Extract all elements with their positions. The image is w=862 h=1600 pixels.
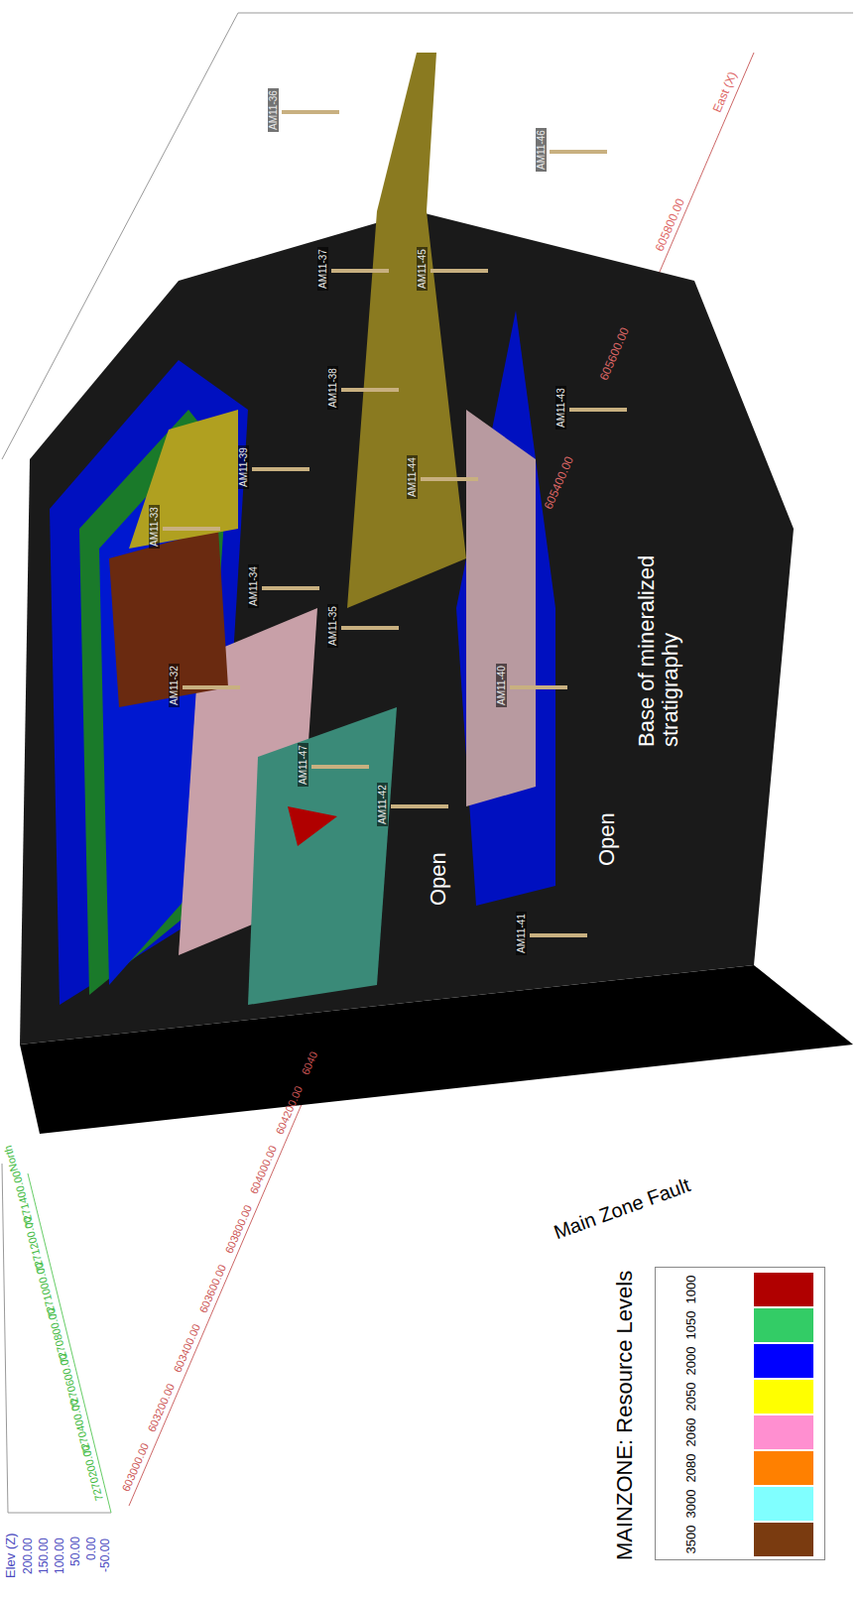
legend-value: 3000 xyxy=(684,1486,699,1521)
legend-swatch xyxy=(753,1522,814,1557)
axis-value: 603000.00 xyxy=(120,1441,152,1494)
legend-value: 1000 xyxy=(684,1272,699,1307)
axis-value: 603800.00 xyxy=(222,1203,254,1256)
drillhole-trace xyxy=(311,764,370,769)
legend-value: 2050 xyxy=(684,1379,699,1414)
axis-title: East (X) xyxy=(711,70,740,116)
drillhole-trace xyxy=(341,625,399,630)
drillhole-trace xyxy=(331,268,389,273)
legend-value: 2060 xyxy=(684,1415,699,1450)
legend-value: 1050 xyxy=(684,1308,699,1343)
axis-value: -50.00 xyxy=(99,1538,113,1573)
base-note: Base of mineralized stratigraphy xyxy=(634,489,683,747)
drillhole-trace xyxy=(251,467,310,472)
drillhole-label: AM11-43 xyxy=(555,385,567,430)
drillhole-label: AM11-37 xyxy=(317,246,329,291)
drillhole-trace xyxy=(182,685,241,690)
drillhole-label: AM11-45 xyxy=(416,246,428,291)
legend-swatch xyxy=(753,1344,814,1378)
legend-value: 3500 xyxy=(684,1522,699,1557)
drillhole-label: AM11-39 xyxy=(238,445,249,490)
legend-swatch xyxy=(753,1379,814,1414)
axis-value: 603200.00 xyxy=(145,1381,178,1435)
axis-title: Elev (Z) xyxy=(3,1533,18,1580)
drillhole-label: AM11-44 xyxy=(406,455,418,499)
drillhole-label: AM11-36 xyxy=(267,88,279,132)
drillhole-label: AM11-40 xyxy=(495,663,507,708)
axis-value: 200.00 xyxy=(21,1537,35,1575)
drillhole-trace xyxy=(569,407,627,412)
drillhole-trace xyxy=(261,586,320,591)
axis-value: 7271400.00 xyxy=(8,1169,35,1229)
drillhole-label: AM11-38 xyxy=(327,366,339,410)
drillhole-trace xyxy=(390,804,449,809)
legend-value: 2000 xyxy=(684,1344,699,1378)
drillhole-trace xyxy=(529,933,588,938)
axis-value: 150.00 xyxy=(37,1537,51,1575)
drillhole-label: AM11-47 xyxy=(297,742,309,787)
drillhole-trace xyxy=(509,685,568,690)
drillhole-trace xyxy=(420,477,479,482)
axis-value: 603600.00 xyxy=(196,1262,229,1316)
axis-value: 605800.00 xyxy=(652,196,688,253)
drillhole-trace xyxy=(430,268,489,273)
legend-swatch xyxy=(753,1486,814,1521)
legend-title: MAINZONE: Resource Levels xyxy=(613,1270,637,1561)
open-note: Open xyxy=(595,812,619,866)
axis-value: 0.00 xyxy=(85,1537,99,1561)
drillhole-label: AM11-35 xyxy=(327,604,339,648)
axis-value: 50.00 xyxy=(69,1536,83,1567)
legend-swatch xyxy=(753,1308,814,1343)
drillhole-trace xyxy=(281,110,340,115)
drillhole-trace xyxy=(162,526,221,531)
drillhole-label: AM11-41 xyxy=(515,911,527,956)
axis-value: 603400.00 xyxy=(171,1322,204,1375)
open-note: Open xyxy=(426,852,451,906)
axis-value: 604000.00 xyxy=(247,1143,280,1197)
drillhole-label: AM11-33 xyxy=(148,504,160,549)
drillhole-trace xyxy=(549,149,608,154)
axis-title: North xyxy=(1,1143,20,1173)
legend-swatch xyxy=(753,1451,814,1485)
legend-value: 2080 xyxy=(684,1451,699,1485)
axis-value: 100.00 xyxy=(53,1537,67,1575)
fault-label: Main Zone Fault xyxy=(550,1173,693,1243)
drillhole-label: AM11-34 xyxy=(247,564,259,609)
legend-swatch xyxy=(753,1415,814,1450)
drillhole-label: AM11-32 xyxy=(168,663,180,708)
drillhole-label: AM11-42 xyxy=(376,782,388,827)
legend-swatch xyxy=(753,1272,814,1307)
drillhole-label: AM11-46 xyxy=(535,127,547,172)
drillhole-trace xyxy=(341,387,399,392)
